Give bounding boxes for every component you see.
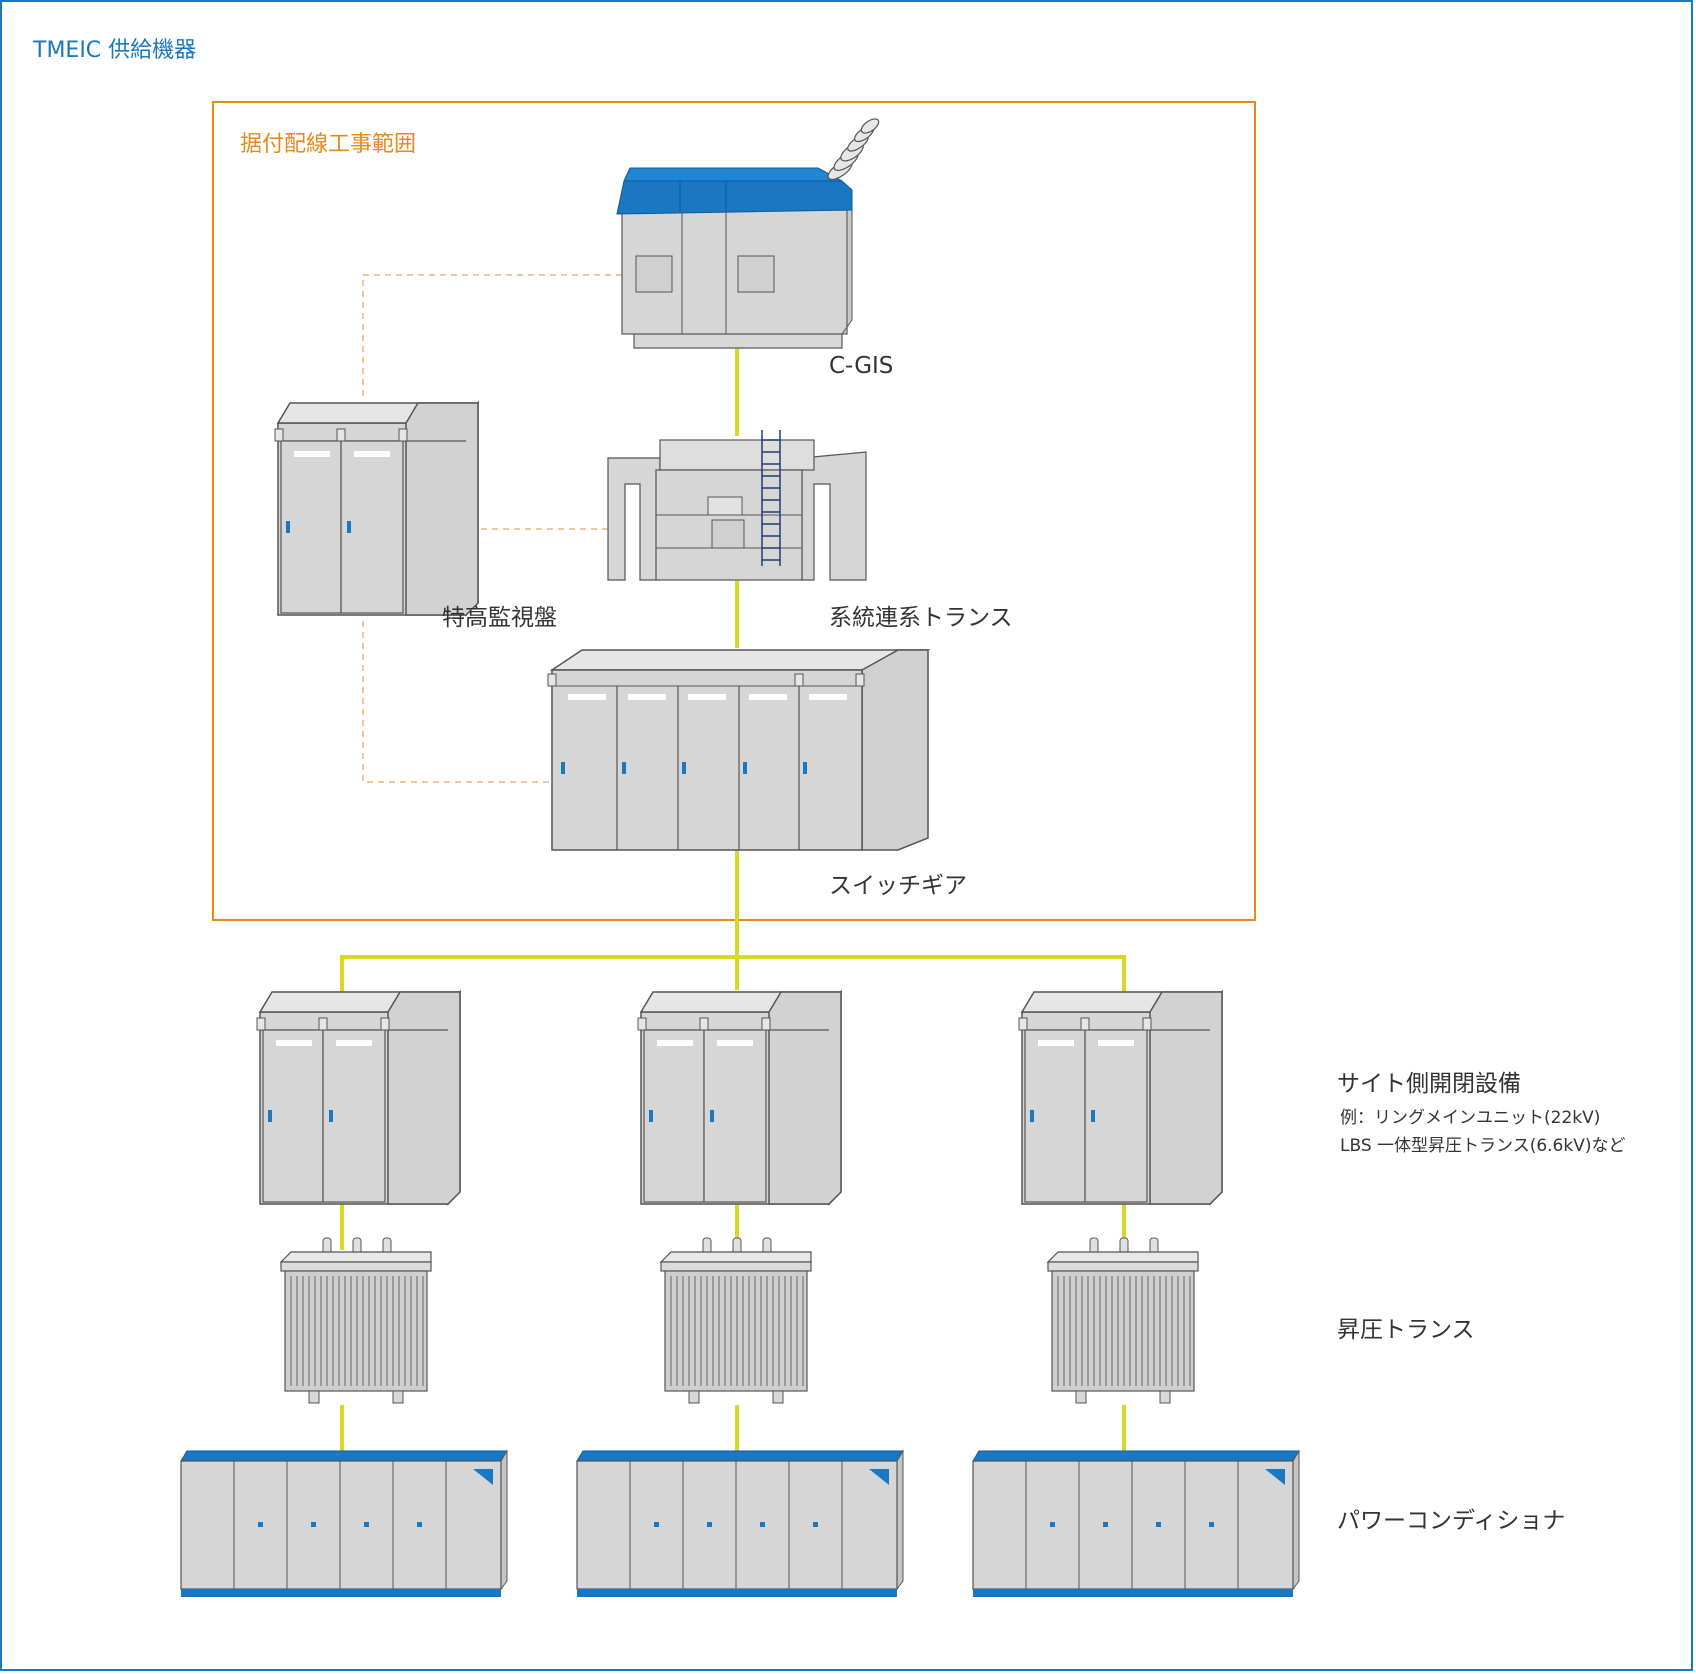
site-switchgear-unit-1 xyxy=(256,991,461,1205)
cgis-unit xyxy=(616,118,880,349)
cgis-label: C-GIS xyxy=(829,353,894,379)
page-title: TMEIC 供給機器 xyxy=(33,38,197,63)
installation-scope-box xyxy=(212,101,1256,921)
grid-transformer-label: 系統連系トランス xyxy=(829,605,1013,631)
site-switchgear-unit-3 xyxy=(1018,991,1223,1205)
power-conditioner-label: パワーコンディショナ xyxy=(1337,1508,1566,1534)
monitoring-panel-unit xyxy=(274,402,479,616)
power-conditioner-unit-3 xyxy=(972,1450,1300,1598)
site-switchgear-label: サイト側開閉設備 xyxy=(1337,1071,1521,1097)
site-switchgear-note-2: LBS 一体型昇圧トランス(6.6kV)など xyxy=(1340,1136,1626,1156)
grid-transformer-unit xyxy=(607,430,867,581)
stepup-transformer-label: 昇圧トランス xyxy=(1337,1317,1475,1343)
site-switchgear-note-1: 例：リングメインユニット(22kV) xyxy=(1340,1108,1601,1128)
power-cables xyxy=(340,348,1126,1452)
power-conditioner-unit-1 xyxy=(180,1450,508,1598)
power-conditioner-unit-2 xyxy=(576,1450,904,1598)
site-switchgear-unit-2 xyxy=(637,991,842,1205)
stepup-transformer-unit-1 xyxy=(280,1237,432,1404)
switchgear-unit xyxy=(547,649,931,851)
monitoring-panel-label: 特高監視盤 xyxy=(442,605,557,631)
switchgear-label: スイッチギア xyxy=(829,873,967,899)
stepup-transformer-unit-2 xyxy=(660,1237,812,1404)
signal-lines xyxy=(362,274,622,783)
installation-scope-label: 据付配線工事範囲 xyxy=(240,132,417,157)
stepup-transformer-unit-3 xyxy=(1047,1237,1199,1404)
